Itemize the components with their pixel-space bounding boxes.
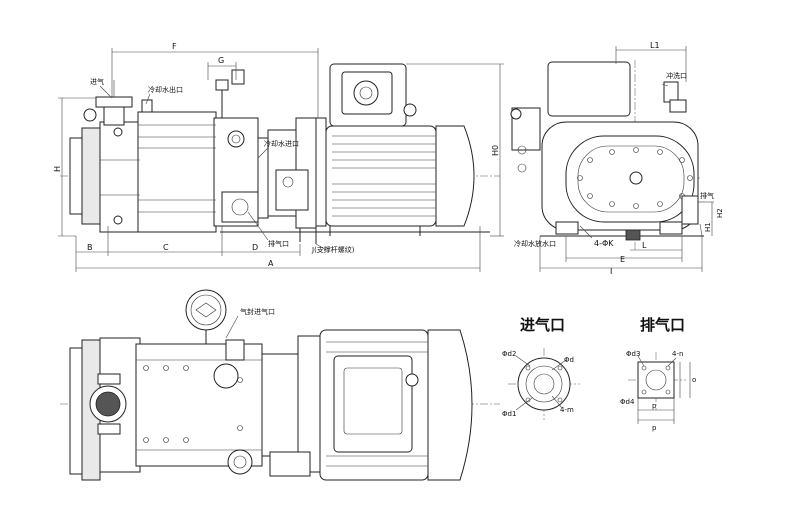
label-gas-seal-inlet: 气封进气口 xyxy=(240,307,275,316)
dim-label-A: A xyxy=(268,259,274,268)
label-exhaust-small: 排气 xyxy=(700,191,714,200)
dim-label-H0: H0 xyxy=(491,145,500,156)
side-dimensions xyxy=(539,46,714,272)
label-cooling-water-out: 冷却水出口 xyxy=(148,85,183,94)
exhaust-flange-detail xyxy=(628,352,691,424)
label-inlet-small: 进气 xyxy=(90,77,104,86)
dim-label-F: F xyxy=(172,42,177,51)
front-view xyxy=(60,63,500,244)
inlet-4-m: 4-m xyxy=(560,406,574,414)
label-exhaust-port: 排气口 xyxy=(268,239,289,248)
exhaust-title: 排气口 xyxy=(640,316,685,334)
exhaust-phi-d3: Φd3 xyxy=(626,350,640,358)
exhaust-p-outer: p xyxy=(652,424,657,432)
label-cooling-drain: 冷却水放水口 xyxy=(514,239,556,248)
inlet-phi-d: Φd xyxy=(564,356,574,364)
inlet-phi-d2: Φd2 xyxy=(502,350,516,358)
exhaust-o: o xyxy=(692,376,696,384)
dim-label-B: B xyxy=(87,243,93,252)
dim-label-H2: H2 xyxy=(716,208,724,218)
front-dimensions xyxy=(58,48,504,272)
dim-label-H1: H1 xyxy=(704,222,712,232)
dim-label-G: G xyxy=(218,56,224,65)
dim-label-C: C xyxy=(163,243,169,252)
inlet-flange-detail xyxy=(508,348,580,420)
label-support-thread: J(支撑杆螺纹) xyxy=(311,245,355,254)
dim-label-I: I xyxy=(610,267,612,276)
dim-label-D: D xyxy=(252,243,258,252)
plan-motor-fins xyxy=(326,341,428,467)
front-leaders xyxy=(99,85,269,241)
dim-label-4-phi-K: 4-ΦK xyxy=(594,239,614,248)
plan-leaders xyxy=(225,315,239,339)
exhaust-p-inner: p xyxy=(652,402,657,410)
dim-label-L: L xyxy=(642,241,647,250)
exhaust-phi-d4: Φd4 xyxy=(620,398,635,406)
dim-label-L1: L1 xyxy=(650,41,660,50)
label-cooling-water-in: 冷却水进口 xyxy=(264,139,299,148)
bolt-holes xyxy=(577,147,693,209)
plan-view xyxy=(60,289,500,481)
dim-label-H: H xyxy=(53,166,62,172)
inlet-phi-d1: Φd1 xyxy=(502,410,516,418)
dim-label-E: E xyxy=(620,255,625,264)
label-flush-port: 冲洗口 xyxy=(666,71,687,80)
side-view xyxy=(510,60,704,250)
motor-fins xyxy=(332,135,436,217)
exhaust-4-n: 4-n xyxy=(672,350,683,358)
inlet-title: 进气口 xyxy=(520,316,565,334)
